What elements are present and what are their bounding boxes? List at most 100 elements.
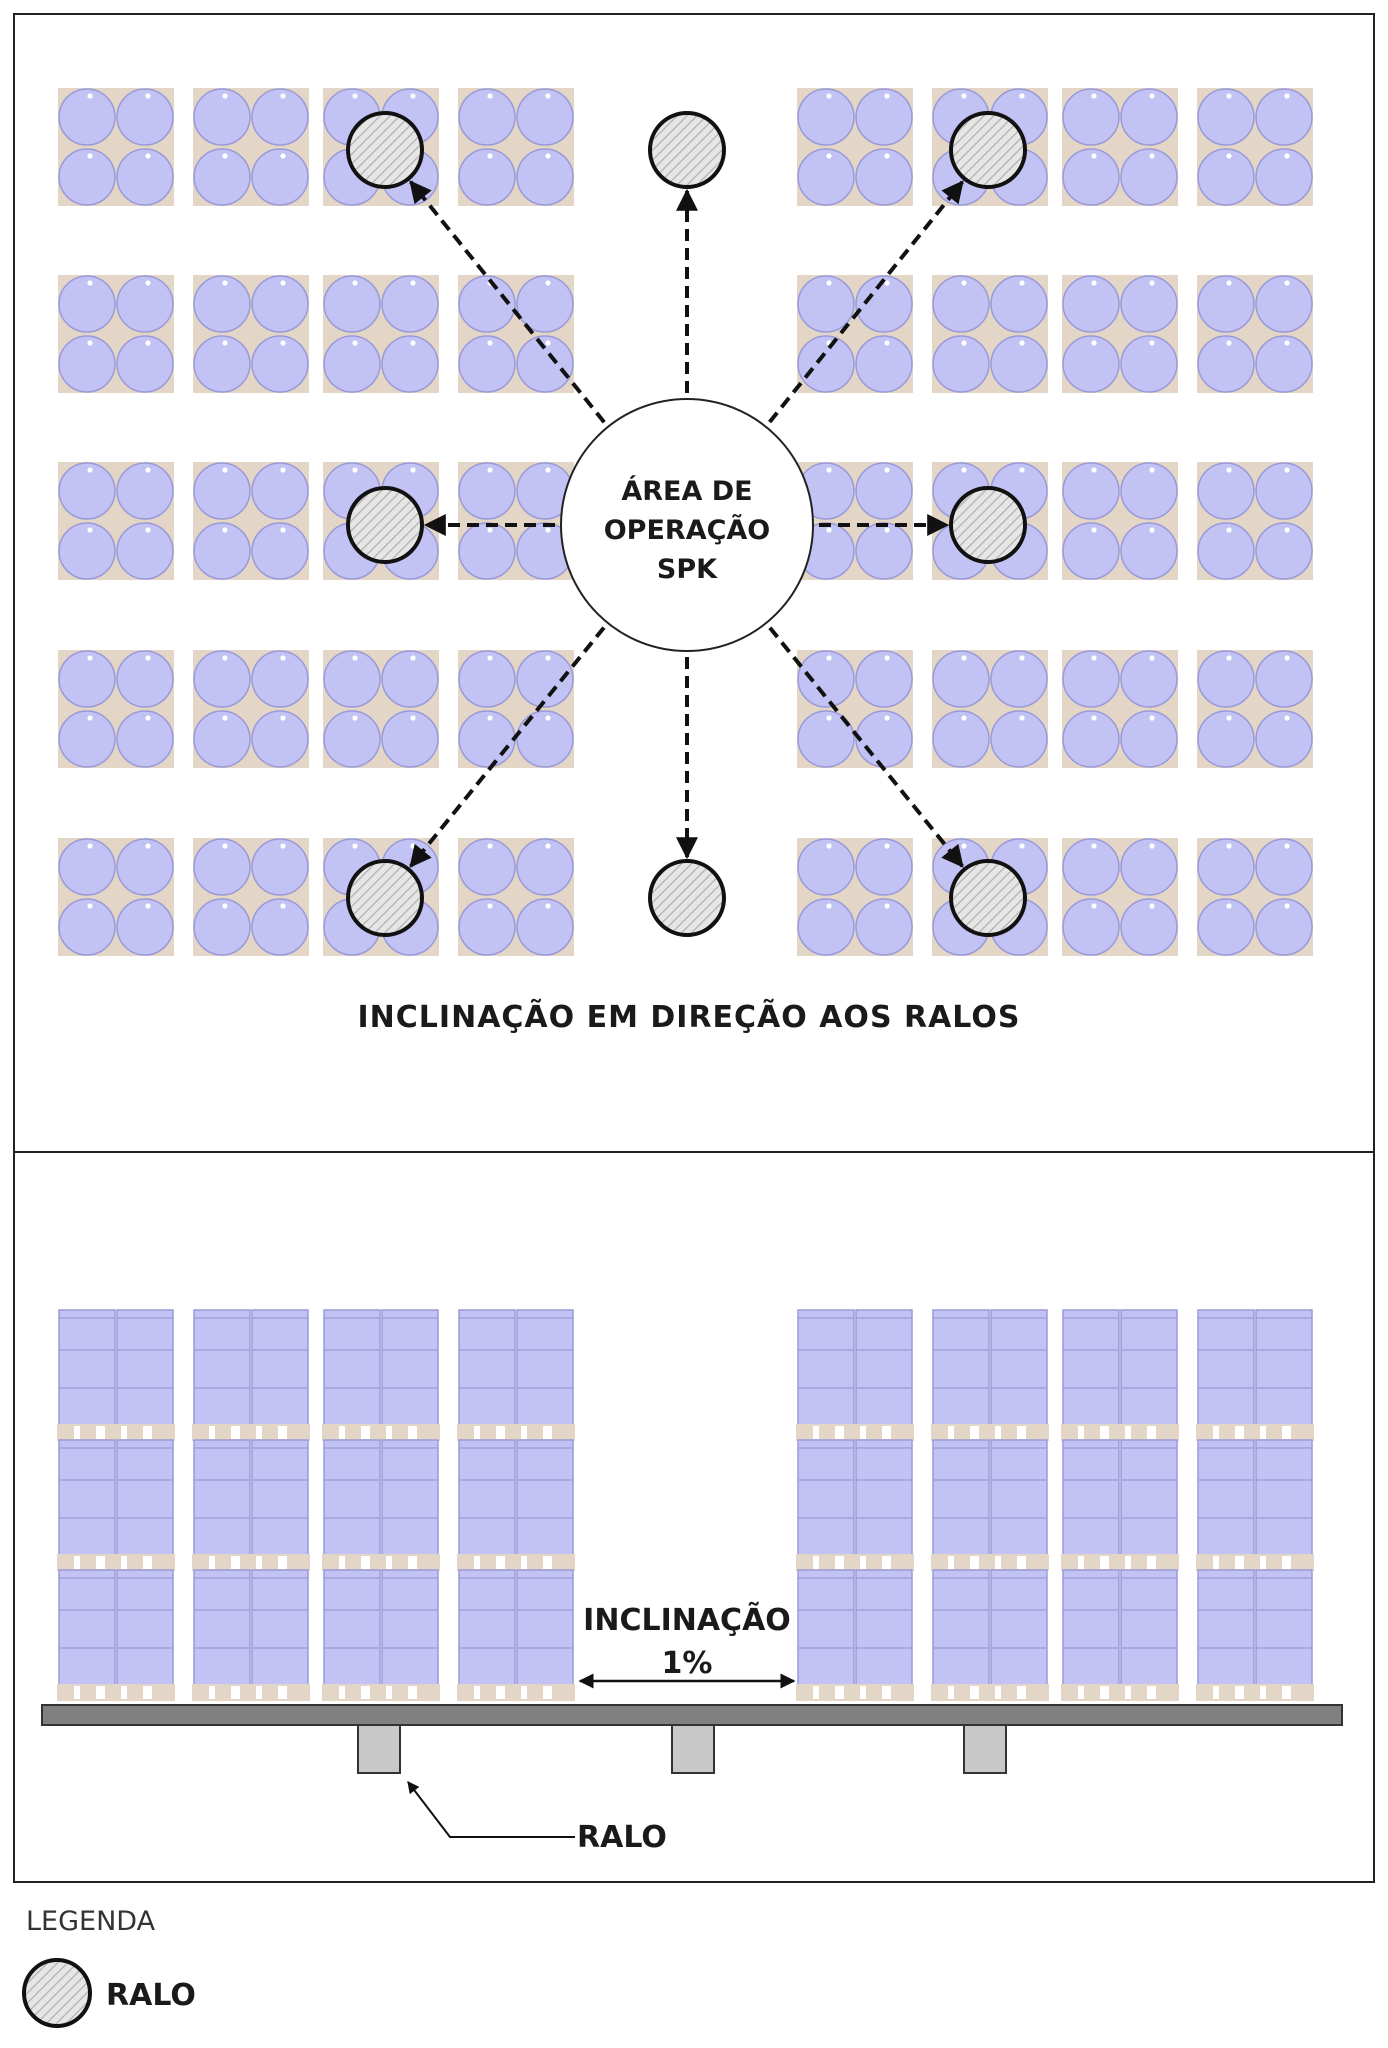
drum-side [323,1569,381,1686]
drum [458,650,516,708]
drum-side [1197,1569,1255,1686]
drum [797,650,855,708]
drum-side [1255,1439,1313,1556]
plan-pallet [797,838,913,956]
drum [1197,898,1255,956]
drain-icon [648,111,726,189]
drum [58,710,116,768]
drum [58,275,116,333]
slope-arrow [768,180,964,424]
plan-pallet [932,650,1048,768]
section-pallet-stacks [57,1309,1314,1701]
drum-side [381,1309,439,1426]
drum [1120,710,1178,768]
drum [516,335,574,393]
plan-pallet [58,838,174,956]
drain-symbol-icon [22,1958,92,2028]
drum-side [516,1569,574,1686]
plan-pallet [1062,275,1178,393]
drum [458,710,516,768]
drum [932,275,990,333]
operation-area-line-3: SPK [657,554,718,585]
plan-pallet [797,462,913,580]
drum [855,522,913,580]
drum [116,148,174,206]
plan-pallet [1197,275,1313,393]
plan-caption: INCLINAÇÃO EM DIREÇÃO AOS RALOS [358,998,1021,1035]
drum [1255,650,1313,708]
plan-pallet [797,275,913,393]
drum [1197,838,1255,896]
drum [990,710,1048,768]
plan-pallet [458,462,574,580]
drum [116,522,174,580]
drum [1062,838,1120,896]
drain-callout-label: RALO [577,1820,667,1855]
section-stack [322,1309,440,1701]
drum [1197,522,1255,580]
drum [323,335,381,393]
drum-side [855,1569,913,1686]
drum [1197,710,1255,768]
plan-pallet [458,275,574,393]
drum [193,88,251,146]
slope-arrow [768,626,964,868]
drum [251,335,309,393]
drum-side [58,1309,116,1426]
section-drains [357,1724,1007,1774]
drum [193,710,251,768]
drum [116,275,174,333]
drum [932,710,990,768]
drum [516,710,574,768]
operation-area-line-1: ÁREA DE [621,475,752,507]
slope-label: INCLINAÇÃO [583,1601,791,1638]
drum-side [1120,1309,1178,1426]
drum-side [381,1439,439,1556]
drum [1120,838,1178,896]
plan-pallet [1062,838,1178,956]
drum [458,522,516,580]
drum [797,838,855,896]
drum [855,838,913,896]
slope-value: 1% [662,1646,713,1681]
drum-side [1255,1569,1313,1686]
drum-side [932,1439,990,1556]
drum-side [323,1309,381,1426]
plan-pallet-grid [58,88,1313,956]
drum [797,710,855,768]
plan-pallet [58,88,174,206]
drum [458,838,516,896]
drum [855,710,913,768]
plan-pallet [323,650,439,768]
drum-side [797,1439,855,1556]
slope-arrow [409,626,606,868]
drum-side [990,1569,1048,1686]
drum-side [932,1309,990,1426]
drum [193,522,251,580]
drain-icon [949,111,1027,189]
plan-pallet [1197,462,1313,580]
plan-pallet [932,275,1048,393]
drum-side [1197,1309,1255,1426]
drum [116,710,174,768]
drum [797,275,855,333]
plan-pallet [193,88,309,206]
plan-pallet [58,650,174,768]
slope-arrow [409,180,606,424]
plan-pallet [1197,650,1313,768]
plan-drains [346,111,1027,937]
drum [193,650,251,708]
drum [855,335,913,393]
plan-pallet [1197,838,1313,956]
drum [381,335,439,393]
legend-title: LEGENDA [26,1906,156,1937]
operation-area: ÁREA DE OPERAÇÃO SPK [560,398,814,652]
drum-side [58,1439,116,1556]
drum [251,462,309,520]
drum [251,838,309,896]
drum [855,650,913,708]
drum-side [516,1309,574,1426]
section-drain-3 [963,1724,1007,1774]
drum [516,148,574,206]
